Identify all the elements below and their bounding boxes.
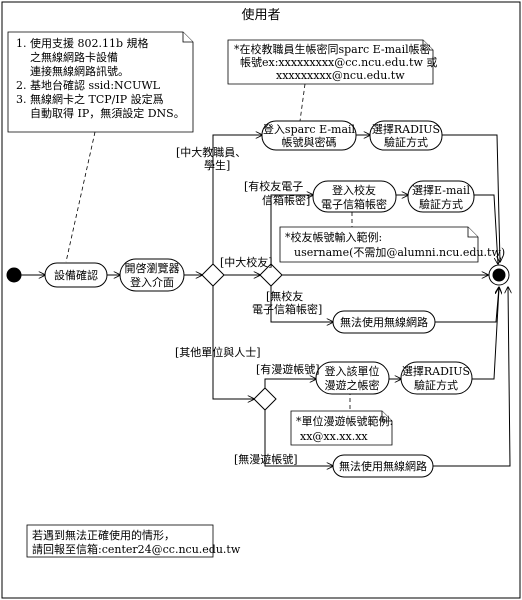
alumni-account-note: *校友帳號輸入範例: username(不需加@alumni.ncu.edu.t… [279, 226, 505, 263]
activity-no-wireless-1-label: 無法使用無線網路 [340, 315, 428, 329]
activity-login-roaming: 登入該單位 漫遊之帳密 [315, 361, 390, 395]
requirements-note-line: 3. 無線網卡之 TCP/IP 設定爲 [16, 92, 164, 106]
staff-account-note: *在校教職員生帳密同sparc E-mail帳密 帳號ex:xxxxxxxxx@… [227, 39, 437, 85]
activity-login-sparc-label: 帳號與密碼 [282, 135, 337, 149]
guard-other: [其他單位與人士] [175, 345, 261, 359]
initial-node [6, 267, 22, 283]
guard-no-roaming: [無漫遊帳號] [234, 452, 298, 466]
activity-login-roaming-label: 漫遊之帳密 [325, 378, 380, 392]
activity-open-browser: 開啓瀏覽器 登入介面 [119, 258, 185, 292]
activity-login-alumni-label: 電子信箱帳密 [321, 197, 387, 211]
activity-open-browser-label: 開啓瀏覽器 [125, 261, 180, 275]
activity-login-sparc-label: 登入sparc E-mail [263, 122, 356, 136]
final-node [488, 264, 510, 286]
guard-no-alumni-email: [無校友 [266, 289, 303, 303]
roaming-account-note-line: *單位漫遊帳號範例: [296, 414, 393, 428]
activity-no-wireless-1: 無法使用無線網路 [332, 310, 436, 334]
alumni-account-note-line: username(不需加@alumni.ncu.edu.tw) [294, 246, 505, 259]
alumni-account-note-line: *校友帳號輸入範例: [285, 230, 382, 244]
contact-note: 若遇到無法正確使用的情形， 請回報至信箱:center24@cc.ncu.edu… [26, 524, 241, 558]
guard-staff: [中大教職員、 [176, 145, 246, 159]
decision-node-alumni-email [259, 263, 283, 287]
decision-node-roaming [253, 387, 277, 411]
guard-has-alumni-email: 信箱帳密] [262, 193, 310, 207]
guard-has-roaming: [有漫遊帳號] [256, 362, 320, 376]
requirements-note-line: 1. 使用支援 802.11b 規格 [16, 36, 149, 50]
diagram-title: 使用者 [241, 7, 280, 23]
activity-login-alumni-label: 登入校友 [332, 183, 376, 197]
activity-device-check-label: 設備確認 [54, 268, 98, 282]
activity-select-radius-1-label: 驗証方式 [384, 135, 428, 149]
contact-note-line: 請回報至信箱:center24@cc.ncu.edu.tw [32, 542, 241, 556]
activity-login-alumni: 登入校友 電子信箱帳密 [312, 180, 397, 213]
guard-alumni: [中大校友] [220, 255, 273, 269]
contact-note-line: 若遇到無法正確使用的情形， [32, 528, 175, 542]
activity-no-wireless-2-label: 無法使用無線網路 [339, 459, 427, 473]
roaming-account-note: *單位漫遊帳號範例: xx@xx.xx.xx [290, 410, 393, 446]
activity-select-radius-1-label: 選擇RADIUS [372, 122, 440, 136]
staff-account-note-line: 帳號ex:xxxxxxxxx@cc.ncu.edu.tw 或 [240, 55, 437, 69]
activity-select-radius-2-label: 選擇RADIUS [402, 364, 470, 378]
activity-select-radius-2-label: 驗証方式 [414, 378, 458, 392]
roaming-account-note-line: xx@xx.xx.xx [300, 430, 368, 443]
requirements-note-line: 2. 基地台確認 ssid:NCUWL [16, 78, 161, 92]
guard-has-alumni-email: [有校友電子 [244, 179, 303, 193]
requirements-note-line: 之無線網路卡設備 [30, 50, 118, 64]
guard-no-alumni-email: 電子信箱帳密] [252, 302, 322, 316]
activity-login-sparc: 登入sparc E-mail 帳號與密碼 [261, 120, 357, 151]
requirements-note-line: 連接無線網路訊號。 [30, 64, 129, 78]
activity-no-wireless-2: 無法使用無線網路 [332, 454, 434, 478]
staff-account-note-line: xxxxxxxxx@ncu.edu.tw [276, 69, 405, 82]
decision-node-affiliation [201, 263, 225, 287]
activity-select-email-label: 選擇E-mail [412, 183, 470, 197]
activity-select-email: 選擇E-mail 驗証方式 [407, 180, 475, 213]
staff-account-note-line: *在校教職員生帳密同sparc E-mail帳密 [234, 42, 431, 56]
activity-open-browser-label: 登入介面 [130, 275, 174, 289]
activity-login-roaming-label: 登入該單位 [325, 364, 380, 378]
requirements-note: 1. 使用支援 802.11b 規格 之無線網路卡設備 連接無線網路訊號。 2.… [7, 31, 194, 133]
requirements-note-line: 自動取得 IP，無須設定 DNS。 [30, 106, 185, 120]
activity-select-radius-2: 選擇RADIUS 驗証方式 [400, 361, 473, 395]
activity-select-email-label: 驗証方式 [419, 197, 463, 211]
guard-staff: 學生] [204, 158, 230, 172]
activity-device-check: 設備確認 [44, 262, 108, 288]
activity-select-radius-1: 選擇RADIUS 驗証方式 [369, 120, 443, 151]
